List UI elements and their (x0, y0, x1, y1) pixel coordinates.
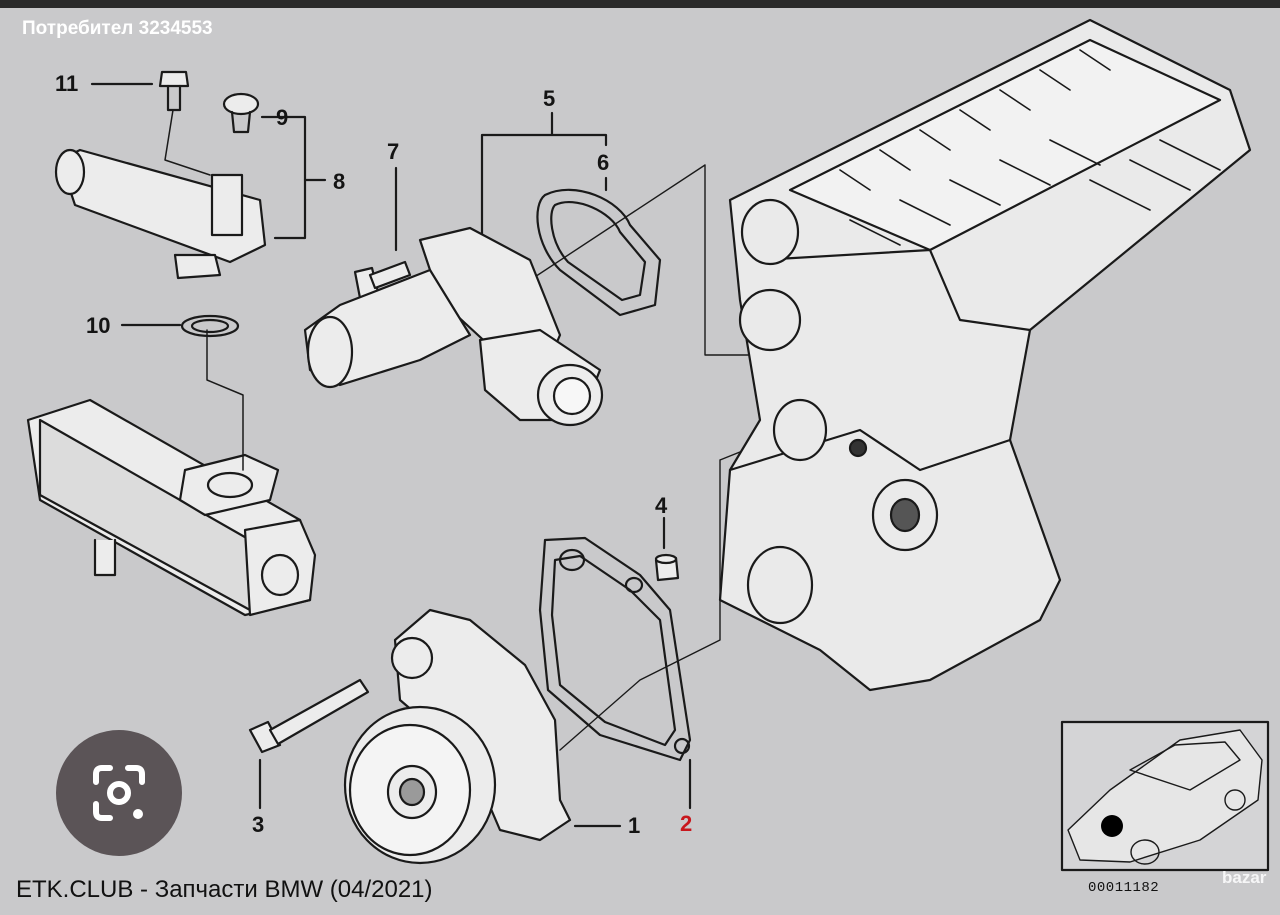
image-search-button[interactable] (56, 730, 182, 856)
plug-9 (222, 92, 260, 134)
bolt-11 (158, 70, 190, 112)
camera-lens-icon (93, 765, 145, 821)
callout-7: 7 (387, 139, 400, 164)
dowel-4 (654, 553, 680, 582)
gasket-6 (536, 188, 662, 317)
diagram-code: 00011182 (1088, 880, 1160, 896)
top-bar (0, 0, 1280, 8)
callout-11: 11 (55, 71, 79, 96)
callout-6: 6 (597, 150, 610, 175)
engine-location-marker (1101, 815, 1123, 837)
callout-4: 4 (655, 493, 668, 518)
leader-9 (260, 115, 307, 240)
oring-10 (180, 314, 240, 338)
bolt-7 (353, 260, 412, 300)
callout-9: 9 (276, 105, 289, 130)
callout-10: 10 (86, 313, 111, 338)
user-label: Потребител 3234553 (22, 18, 213, 39)
gasket-2 (538, 536, 692, 762)
leader-dash (514, 164, 831, 751)
callout-5: 5 (543, 86, 556, 111)
engine-block (718, 18, 1252, 692)
egr-cooler (26, 398, 317, 617)
bazar-watermark: bazar (1222, 868, 1267, 887)
valve-cover-detail (839, 49, 1221, 246)
source-caption: ETK.CLUB - Запчасти BMW (04/2021) (16, 876, 433, 903)
callout-3: 3 (252, 812, 265, 837)
pipe-8 (54, 148, 267, 280)
bolt-3 (248, 678, 370, 754)
callout-8: 8 (333, 169, 346, 194)
water-pump-1 (343, 608, 572, 865)
leader-5 (480, 111, 608, 237)
thermostat-5 (303, 226, 604, 427)
callout-1: 1 (628, 813, 641, 838)
callout-2: 2 (680, 811, 693, 836)
